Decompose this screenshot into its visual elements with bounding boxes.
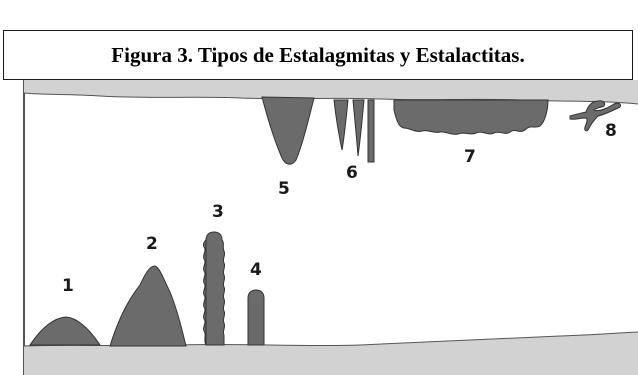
label-6: 6: [346, 163, 358, 183]
stalagmite-2-shape: [109, 265, 187, 347]
stalagmite-4-shape: [247, 289, 265, 346]
cave-floor: [24, 332, 638, 375]
stalactite-6a-shape: [333, 99, 349, 151]
label-5: 5: [278, 179, 290, 199]
label-2: 2: [146, 234, 158, 254]
stalagmite-1-shape: [29, 316, 101, 346]
label-4: 4: [250, 260, 262, 280]
cave-ceiling: [24, 80, 638, 104]
stalagmite-3-shape: [202, 231, 226, 346]
caption-box: Figura 3. Tipos de Estalagmitas y Estala…: [3, 30, 633, 80]
label-3: 3: [212, 202, 224, 222]
label-7: 7: [464, 147, 476, 167]
stalactite-8-shape: [569, 100, 621, 132]
label-1: 1: [62, 276, 74, 296]
stalactite-7-shape: [393, 99, 549, 135]
figure-caption: Figura 3. Tipos de Estalagmitas y Estala…: [111, 42, 525, 67]
stalactite-6b-shape: [352, 99, 365, 157]
stalactite-5-shape: [261, 96, 315, 165]
label-8: 8: [605, 121, 617, 141]
stalactite-6c-shape: [367, 99, 375, 163]
